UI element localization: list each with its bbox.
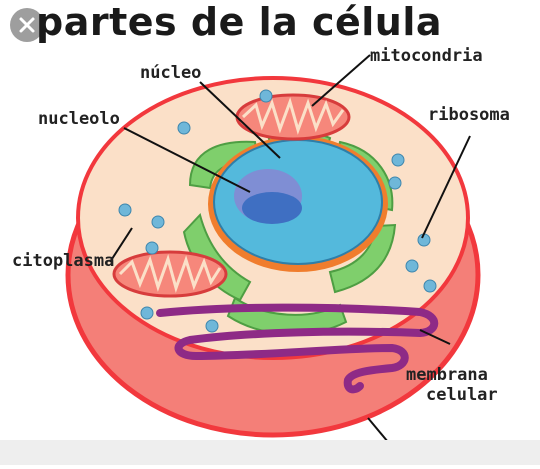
leader-nucleolo <box>123 127 251 193</box>
leader-lower <box>367 417 389 443</box>
ribosome <box>177 121 191 135</box>
leader-membrana <box>419 329 451 345</box>
ribosomes <box>118 89 437 333</box>
close-icon <box>19 17 35 33</box>
ribosome <box>388 176 402 190</box>
ribosome <box>118 203 132 217</box>
label-celular: celular <box>426 385 498 405</box>
ribosome <box>423 279 437 293</box>
label-membrana: membrana <box>406 365 488 385</box>
ribosome <box>405 259 419 273</box>
leader-nucleo <box>199 81 281 159</box>
leader-lines <box>109 54 471 443</box>
leader-mitocondria <box>311 54 371 107</box>
bottom-bar <box>0 440 540 465</box>
ribosome <box>205 319 219 333</box>
label-nucleolo: nucleolo <box>38 109 120 129</box>
label-mitocondria: mitocondria <box>370 46 483 66</box>
ribosome <box>259 89 273 103</box>
mitochondrion-left <box>112 250 228 298</box>
ribosome <box>145 241 159 255</box>
label-citoplasma: citoplasma <box>12 251 115 271</box>
ribosome <box>151 215 165 229</box>
golgi-apparatus <box>156 303 439 394</box>
close-button[interactable] <box>10 8 44 42</box>
leader-citoplasma <box>109 227 133 263</box>
ribosome <box>391 153 405 167</box>
nucleolus-shade <box>242 192 302 224</box>
label-ribosoma: ribosoma <box>428 105 510 125</box>
diagram-title: partes de la célula <box>36 0 443 44</box>
ribosome <box>140 306 154 320</box>
label-nucleo: núcleo <box>140 63 202 83</box>
leader-ribosoma <box>421 135 471 239</box>
